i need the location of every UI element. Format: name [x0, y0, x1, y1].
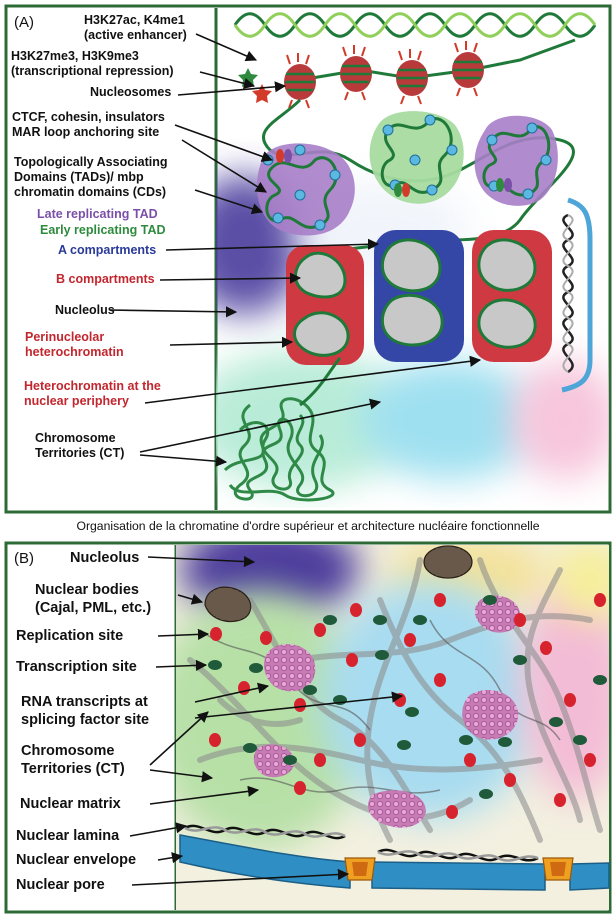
label-repression-marks: H3K27me3, H3K9me3 [11, 49, 139, 63]
label-b-compartments: B compartments [56, 272, 155, 286]
peripheral-heterochromatin-strand [562, 214, 574, 373]
label-ct-b-2: Territories (CT) [21, 761, 125, 777]
label-ct-a-1: Chromosome [35, 431, 116, 445]
panel-a: (A) H3K27ac, K4me1 (active enhancer) H3K… [4, 4, 612, 514]
label-tad-1: Topologically Associating [14, 155, 168, 169]
label-mar-anchor: MAR loop anchoring site [12, 125, 159, 139]
nuclear-pore [344, 857, 376, 881]
label-replication-site: Replication site [16, 628, 123, 644]
label-periphery-2: nuclear periphery [24, 394, 129, 408]
label-ct-b-1: Chromosome [21, 743, 114, 759]
label-ct-a-2: Territories (CT) [35, 446, 124, 460]
label-ctcf: CTCF, cohesin, insulators [12, 110, 165, 124]
label-late-tad: Late replicating TAD [37, 207, 158, 221]
label-nuclear-bodies: Nuclear bodies [35, 582, 139, 598]
label-nuclear-pore: Nuclear pore [16, 877, 105, 893]
figure-caption: Organisation de la chromatine d'ordre su… [76, 519, 539, 533]
histone-tails [286, 41, 478, 109]
label-rna-transcripts: RNA transcripts at [21, 694, 148, 710]
b-compartment-left [286, 245, 364, 365]
label-tad-3: chromatin domains (CDs) [14, 185, 166, 199]
label-enhancer-desc: (active enhancer) [84, 28, 187, 42]
replication-sites [209, 593, 606, 819]
label-tad-2: Domains (TADs)/ mbp [14, 170, 144, 184]
label-a-compartments: A compartments [58, 243, 156, 257]
label-nuclear-matrix: Nuclear matrix [20, 796, 121, 812]
chromosome-territory-tangle [223, 397, 335, 502]
nucleosome [396, 60, 428, 96]
nucleosome [452, 52, 484, 88]
label-perinucleolar-1: Perinucleolar [25, 330, 104, 344]
nuclear-body [204, 586, 252, 623]
label-nuclear-bodies-types: (Cajal, PML, etc.) [35, 600, 151, 616]
b-compartment-right [472, 230, 552, 362]
label-transcription-site: Transcription site [16, 659, 137, 675]
label-early-tad: Early replicating TAD [40, 223, 166, 237]
label-nucleolus-a: Nucleolus [55, 303, 115, 317]
nucleosome [340, 56, 372, 92]
label-periphery-1: Heterochromatin at the [24, 379, 161, 393]
panel-a-leader-arrows [109, 33, 482, 467]
nuclear-envelope [179, 834, 610, 891]
label-nuclear-envelope: Nuclear envelope [16, 852, 136, 868]
dna-helix [233, 12, 597, 38]
nuclear-pore [542, 857, 574, 881]
a-compartment [374, 230, 464, 362]
ctcf-insulator-marks [276, 149, 512, 197]
repressive-mark-star-icon [252, 84, 272, 103]
panel-b: (B) Nucleolus Nuclear bodies (Cajal, PML… [4, 541, 612, 914]
nuclear-lamina [184, 824, 539, 862]
label-perinucleolar-2: heterochromatin [25, 345, 124, 359]
nuclear-periphery-lamina [561, 197, 593, 393]
nucleolus-b [423, 545, 473, 579]
nucleosome [284, 64, 316, 100]
label-nuclear-lamina: Nuclear lamina [16, 828, 120, 844]
label-enhancer-marks: H3K27ac, K4me1 [84, 13, 185, 27]
panel-b-leader-arrows [129, 555, 404, 886]
ctcf-anchors [262, 114, 552, 231]
panel-a-tag: (A) [14, 14, 34, 31]
label-repression-desc: (transcriptional repression) [11, 64, 174, 78]
splicing-speckles [253, 595, 520, 828]
panel-b-tag: (B) [14, 550, 34, 567]
label-splicing-site: splicing factor site [21, 712, 149, 728]
label-nucleosomes: Nucleosomes [90, 85, 171, 99]
label-nucleolus-b: Nucleolus [70, 550, 139, 566]
